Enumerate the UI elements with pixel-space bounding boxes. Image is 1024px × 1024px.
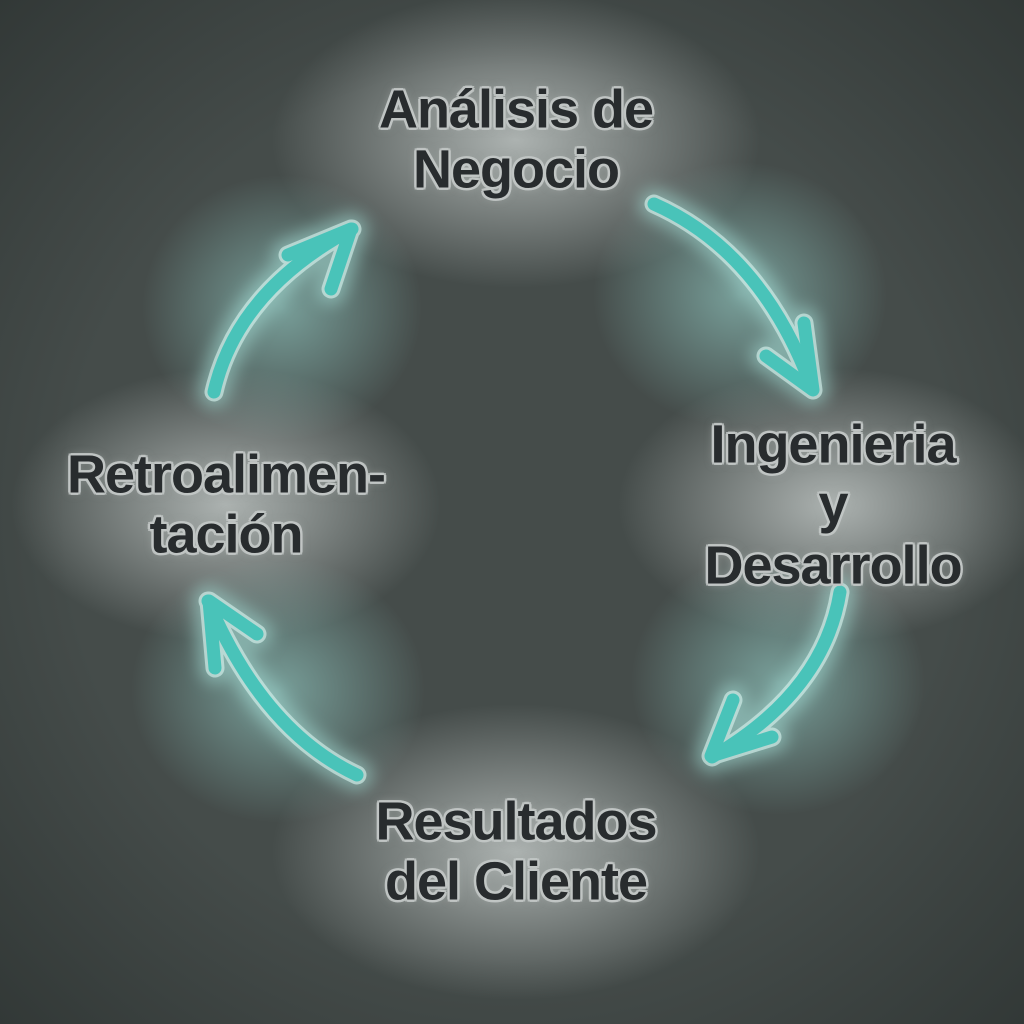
arrow-resultados-to-retroalimentacion [192,585,373,791]
node-label-analisis-de-negocio: Análisis de Negocio [378,79,654,200]
node-label-ingenieria-y-desarrollo: Ingenieria y Desarrollo [704,414,962,596]
arrow-stroke [704,585,847,764]
node-label-retroalimentacion: Retroalimen- tación [66,444,386,565]
arrow-stroke [207,222,359,399]
node-label-resultados-del-cliente: Resultados del Cliente [375,791,657,912]
arrow-stroke [647,197,820,397]
arrow-retroalimentacion-to-analisis [198,213,368,408]
arrow-ingenieria-to-resultados [695,576,856,773]
arrow-stroke [201,594,364,782]
arrow-analisis-to-ingenieria [638,188,829,406]
